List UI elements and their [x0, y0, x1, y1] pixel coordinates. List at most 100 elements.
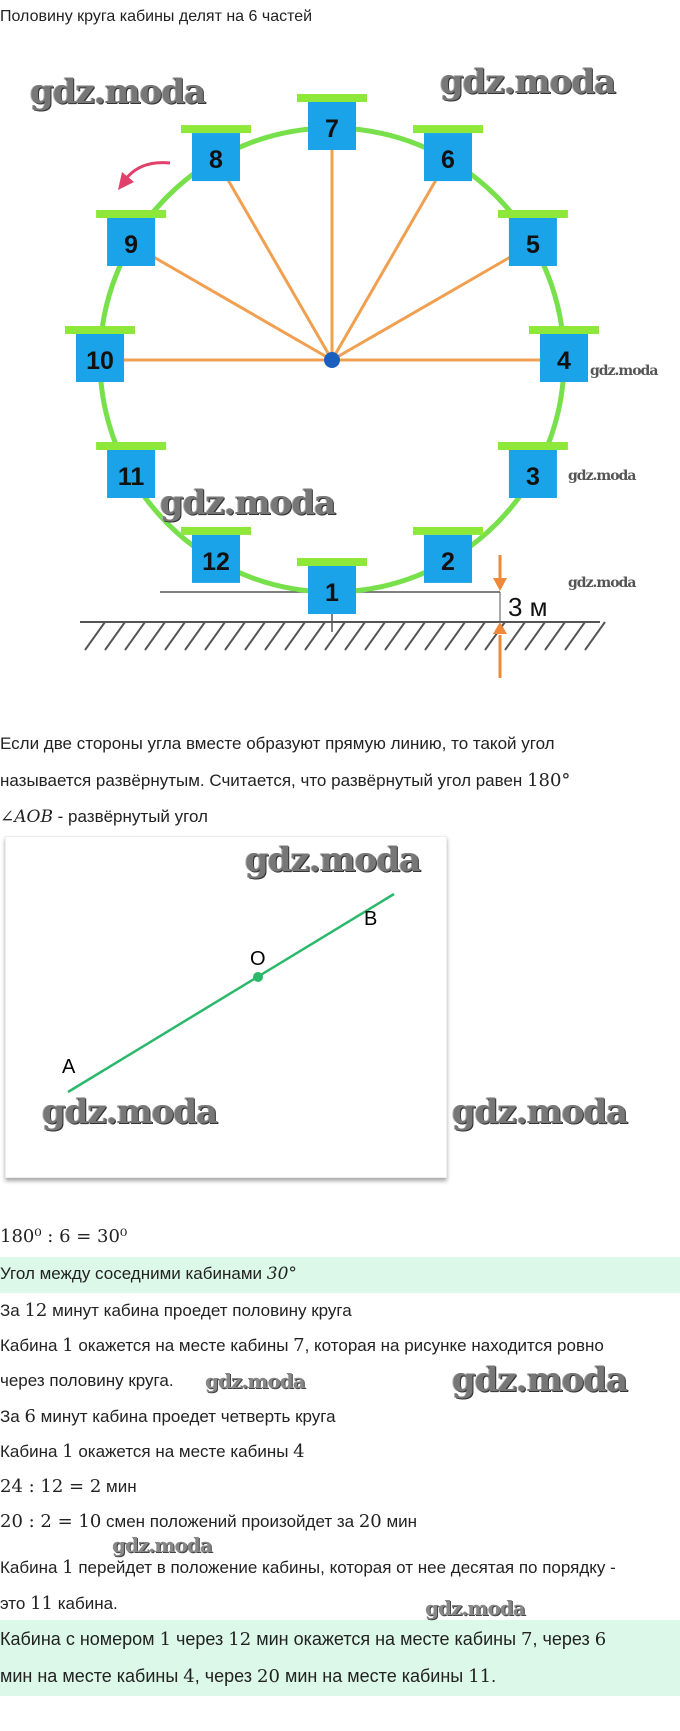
equation-1: 180⁰ : 6 = 30⁰: [0, 1226, 128, 1247]
ground-hatch: [284, 621, 306, 651]
rotation-arrow-icon: [123, 161, 171, 181]
s1b: минут кабина проедет половину круга: [47, 1301, 352, 1320]
cabin-number: 2: [441, 548, 455, 576]
cabin-number: 8: [209, 146, 223, 174]
arrow-head-icon: [493, 578, 507, 591]
spoke: [214, 158, 334, 361]
highlight-angle: [0, 1257, 680, 1293]
angle-value: 180°: [527, 770, 571, 791]
eq3-unit: мин: [381, 1512, 418, 1531]
ground-hatch: [144, 621, 166, 651]
cabin-roof: [413, 526, 483, 535]
watermark: gdz.moda: [425, 1596, 526, 1620]
ground-hatch: [164, 621, 186, 651]
s4n1: 1: [62, 1441, 74, 1462]
cabin-roof: [181, 125, 251, 134]
angle-caption-text: - развёрнутый угол: [52, 807, 208, 826]
ground-hatch: [344, 621, 366, 651]
highlight-answer: [0, 1620, 680, 1696]
equation-2: 24 : 12 = 2 мин: [0, 1476, 137, 1497]
cabin-2: [424, 534, 472, 583]
ground-hatch: [264, 621, 286, 651]
ans1n4: 6: [594, 1629, 607, 1650]
line-aob: [67, 892, 395, 1094]
cabin-number: 6: [441, 146, 455, 174]
s3a: За: [0, 1407, 25, 1426]
cabin-number: 5: [526, 231, 540, 259]
ground-hatch: [184, 621, 206, 651]
eq2: 24 : 12 = 2: [0, 1476, 102, 1497]
cabin-roof: [96, 442, 167, 450]
eq3-text: смен положений произойдет за: [101, 1512, 359, 1531]
step-half-circle: За 12 минут кабина проедет половину круг…: [0, 1300, 352, 1321]
cabin-3: [508, 450, 557, 498]
ground-hatch: [84, 621, 106, 651]
watermark: gdz.moda: [42, 1092, 218, 1132]
cabin-roof: [297, 94, 367, 102]
point-o: [253, 972, 263, 982]
value: 30°: [266, 1264, 297, 1284]
ans2b: , через: [194, 1666, 258, 1686]
watermark: gdz.moda: [452, 1360, 628, 1400]
watermark: gdz.moda: [112, 1533, 213, 1557]
ans1d: , через: [532, 1629, 595, 1649]
s1a: За: [0, 1301, 25, 1320]
cabin-number: 12: [202, 548, 230, 576]
cabin-roof: [413, 125, 483, 134]
cabin-number: 11: [118, 463, 145, 491]
definition-text: называется развёрнутым. Считается, что р…: [0, 771, 523, 790]
ans1a: Кабина с номером: [0, 1629, 160, 1649]
s4a: Кабина: [0, 1442, 63, 1461]
cabin-number: 1: [325, 579, 339, 607]
definition-line-2: называется развёрнутым. Считается, что р…: [0, 770, 570, 791]
step-cabin-11-cont: это 11 кабина.: [0, 1593, 118, 1614]
ground-hatch: [384, 621, 406, 651]
ground-hatch: [564, 621, 586, 651]
spoke: [130, 242, 333, 362]
s2b: окажется на месте кабины: [73, 1336, 294, 1355]
ground-hatch: [124, 621, 146, 651]
spoke: [330, 158, 450, 361]
watermark: gdz.moda: [160, 483, 336, 523]
ans2n2: 20: [257, 1666, 280, 1687]
s5n2: 11: [30, 1593, 53, 1614]
ground-hatch: [244, 621, 266, 651]
s2n2: 7: [293, 1335, 305, 1356]
s3b: минут кабина проедет четверть круга: [35, 1407, 336, 1426]
ground-hatch: [404, 621, 426, 651]
cabin-roof: [497, 442, 568, 450]
ans1b: через: [171, 1629, 229, 1649]
cabin-number: 7: [325, 115, 339, 143]
eq2-unit: мин: [101, 1477, 137, 1496]
s1n: 12: [24, 1300, 48, 1321]
watermark: gdz.moda: [568, 468, 636, 484]
cabin-7: [308, 102, 356, 150]
ans2n3: 11: [468, 1666, 492, 1687]
ground-hatch: [424, 621, 446, 651]
s2a: Кабина: [0, 1336, 63, 1355]
title: Половину круга кабины делят на 6 частей: [0, 8, 312, 26]
text: Угол между соседними кабинами: [0, 1264, 267, 1283]
ground-hatch: [104, 621, 126, 651]
cabin-roof: [529, 326, 599, 334]
watermark: gdz.moda: [245, 840, 421, 880]
angle-svg: A O B: [62, 892, 395, 1094]
s5b: перейдет в положение кабины, которая от …: [73, 1558, 616, 1577]
s4b: окажется на месте кабины: [73, 1442, 294, 1461]
angle-name: ∠AOB: [0, 807, 53, 827]
watermark: gdz.moda: [30, 72, 206, 112]
ans2n1: 4: [183, 1666, 195, 1687]
s5a: Кабина: [0, 1558, 63, 1577]
ground-hatch: [304, 621, 326, 651]
cabin-10: [76, 334, 124, 382]
step-cabin-4: Кабина 1 окажется на месте кабины 4: [0, 1441, 305, 1462]
ans2c: мин на месте кабины: [279, 1666, 469, 1686]
cabin-roof: [297, 558, 367, 566]
equation-3: 20 : 2 = 10 смен положений произойдет за…: [0, 1511, 417, 1532]
s4n2: 4: [293, 1441, 305, 1462]
title-text: Половину круга кабины делят на 6 частей: [0, 8, 313, 25]
step-cabin-7: Кабина 1 окажется на месте кабины 7, кот…: [0, 1335, 604, 1356]
label-b: B: [364, 908, 377, 930]
angle-caption: ∠AOB - развёрнутый угол: [0, 807, 208, 827]
